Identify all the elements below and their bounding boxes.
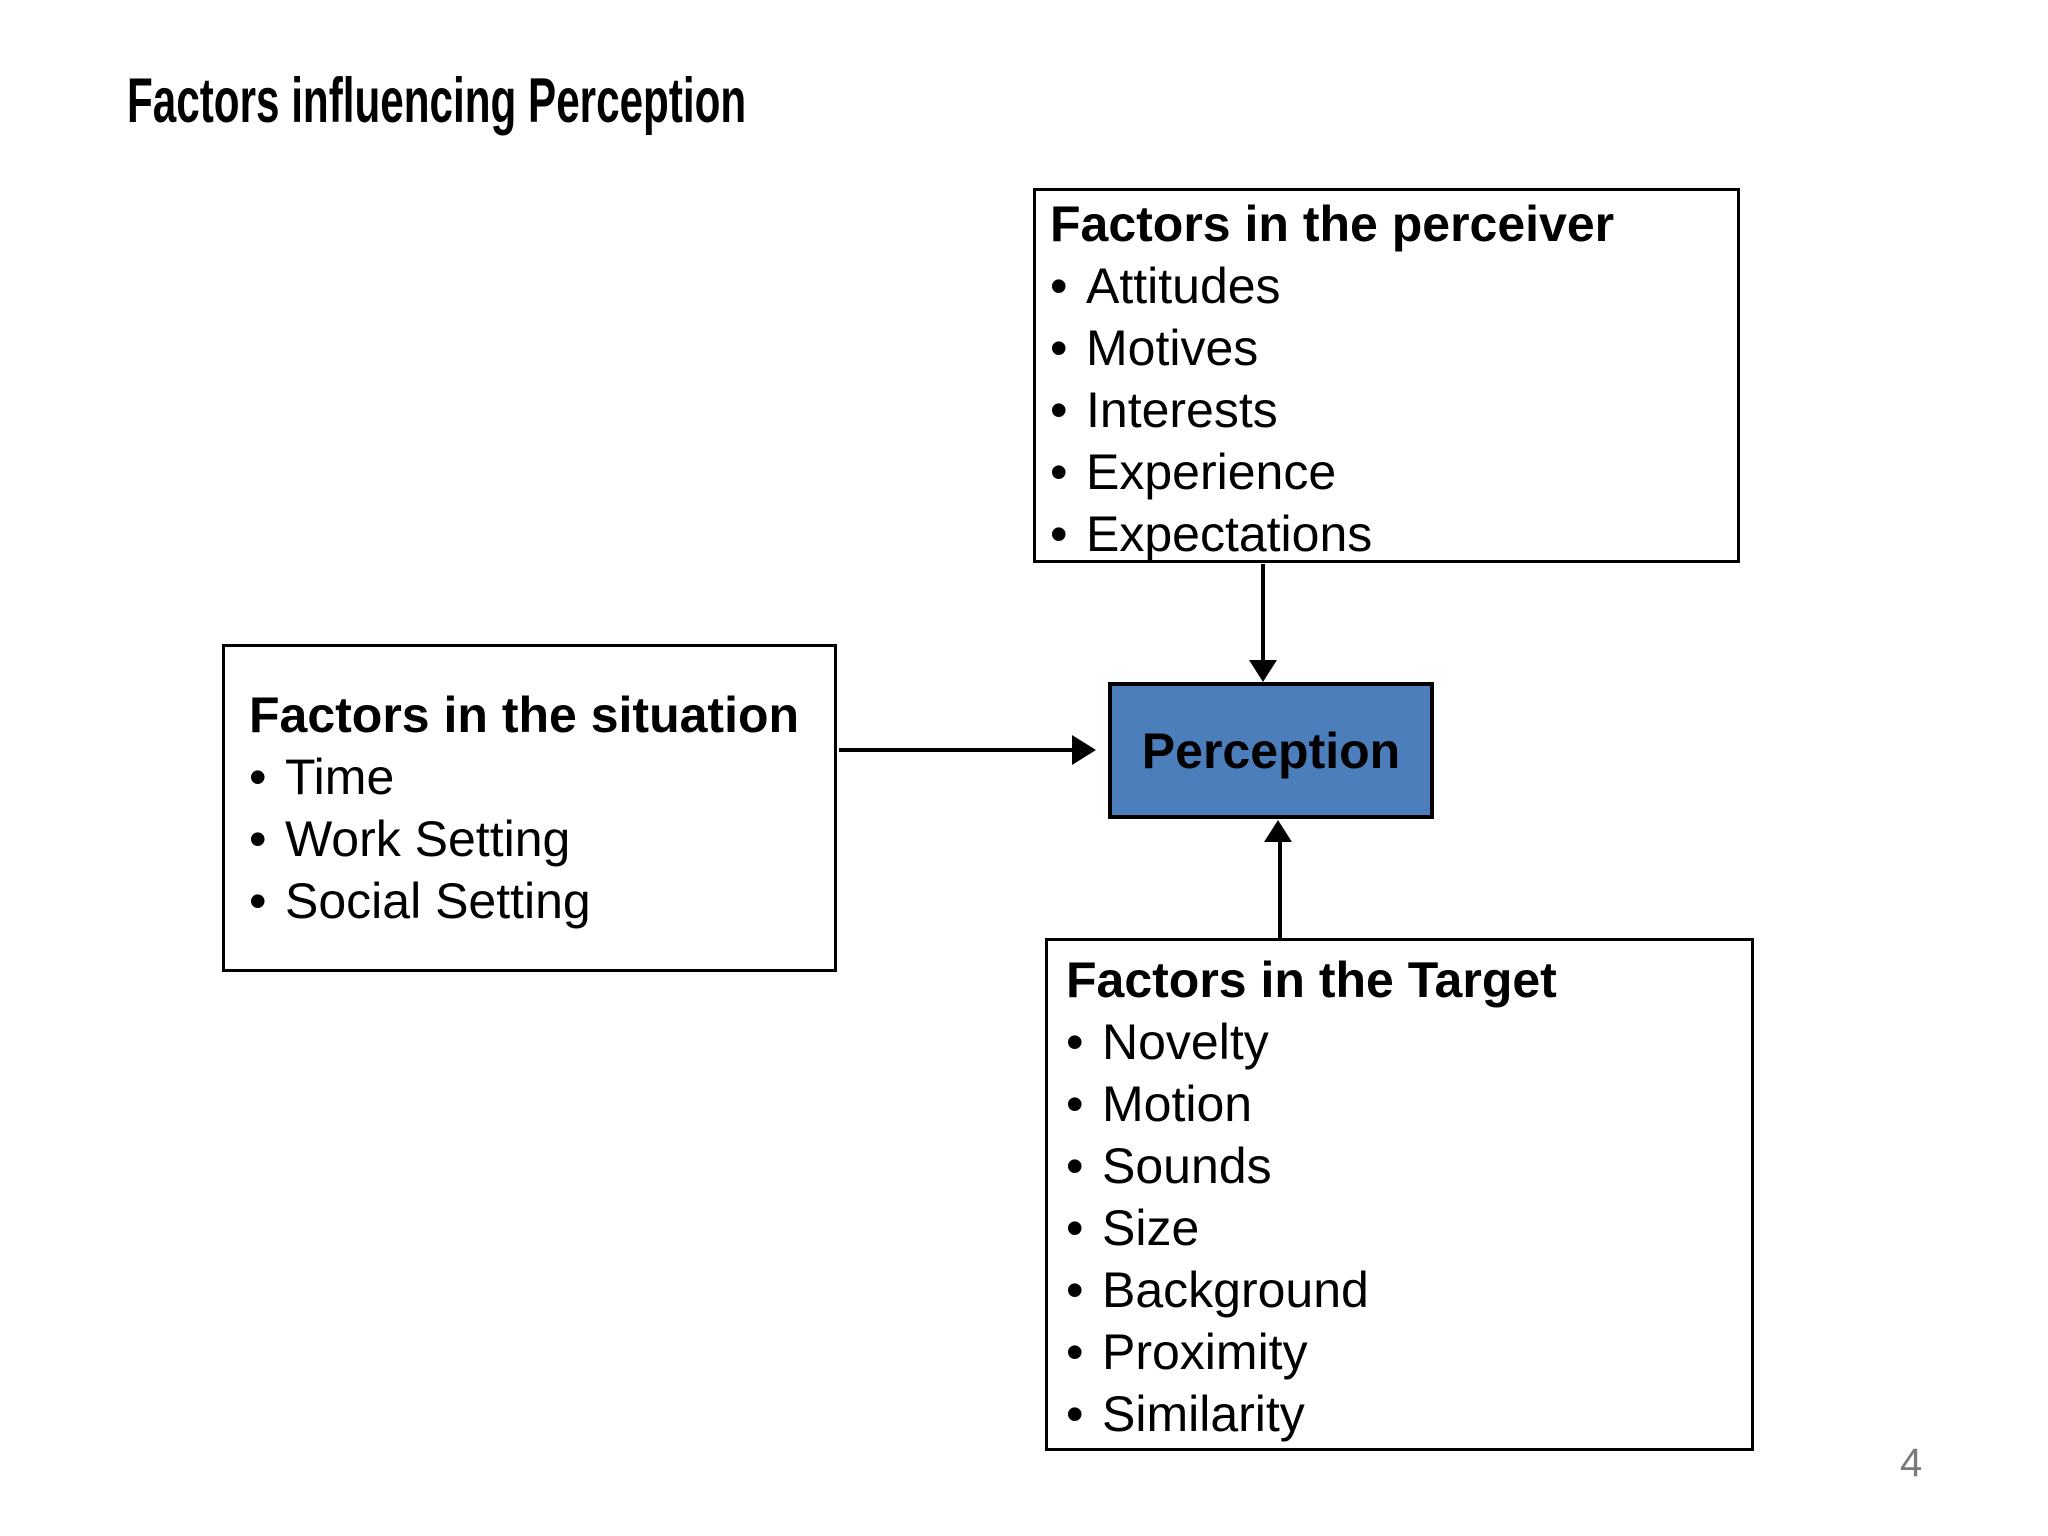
list-item: • Expectations <box>1050 503 1729 565</box>
target-box-title: Factors in the Target <box>1066 952 1557 1008</box>
list-item: • Social Setting <box>249 870 826 932</box>
list-item: • Sounds <box>1066 1135 1743 1197</box>
bullet-icon: • <box>249 749 267 805</box>
bullet-icon: • <box>1050 382 1068 438</box>
list-item: • Motives <box>1050 317 1729 379</box>
situation-box-title: Factors in the situation <box>249 687 800 743</box>
perceiver-box-title: Factors in the perceiver <box>1050 196 1615 252</box>
bullet-icon: • <box>249 811 267 867</box>
bullet-icon: • <box>1066 1386 1084 1442</box>
list-item: • Experience <box>1050 441 1729 503</box>
bullet-icon: • <box>1066 1014 1084 1070</box>
perception-box: Perception <box>1108 682 1434 819</box>
bullet-icon: • <box>1050 320 1068 376</box>
situation-factors-box: Factors in the situation • Time • Work Set… <box>222 644 837 972</box>
list-item-label: Background <box>1102 1262 1369 1318</box>
list-item-label: Social Setting <box>285 873 591 929</box>
list-item: • Similarity <box>1066 1383 1743 1445</box>
arrow-perceiver-to-perception-line <box>1261 564 1265 662</box>
list-item: • Motion <box>1066 1073 1743 1135</box>
bullet-icon: • <box>1066 1076 1084 1132</box>
list-item-label: Proximity <box>1102 1324 1308 1380</box>
list-item: • Size <box>1066 1197 1743 1259</box>
bullet-icon: • <box>1066 1262 1084 1318</box>
arrow-right-icon <box>1072 735 1096 765</box>
list-item-label: Work Setting <box>285 811 571 867</box>
bullet-icon: • <box>1066 1200 1084 1256</box>
list-item-label: Motives <box>1086 320 1259 376</box>
target-factors-box: Factors in the Target • Novelty • Motion •… <box>1045 938 1754 1451</box>
arrow-situation-to-perception-line <box>839 748 1073 752</box>
list-item: • Attitudes <box>1050 255 1729 317</box>
list-item: • Time <box>249 746 826 808</box>
page-number: 4 <box>1900 1441 1923 1485</box>
bullet-icon: • <box>1050 258 1068 314</box>
bullet-icon: • <box>1066 1138 1084 1194</box>
list-item: • Background <box>1066 1259 1743 1321</box>
list-item-label: Expectations <box>1086 506 1373 562</box>
perceiver-factors-box: Factors in the perceiver • Attitudes • Mot… <box>1033 188 1740 563</box>
list-item-label: Novelty <box>1102 1014 1269 1070</box>
list-item: • Work Setting <box>249 808 826 870</box>
arrow-target-to-perception-line <box>1278 842 1282 938</box>
list-item-label: Interests <box>1086 382 1278 438</box>
bullet-icon: • <box>1050 506 1068 562</box>
slide-title: Factors influencing Perception <box>127 66 747 136</box>
list-item: • Novelty <box>1066 1011 1743 1073</box>
list-item-label: Similarity <box>1102 1386 1305 1442</box>
bullet-icon: • <box>1066 1324 1084 1380</box>
list-item-label: Time <box>285 749 395 805</box>
arrow-down-icon <box>1249 660 1277 682</box>
bullet-icon: • <box>1050 444 1068 500</box>
bullet-icon: • <box>249 873 267 929</box>
list-item-label: Experience <box>1086 444 1337 500</box>
list-item-label: Motion <box>1102 1076 1253 1132</box>
list-item-label: Sounds <box>1102 1138 1272 1194</box>
list-item-label: Size <box>1102 1200 1200 1256</box>
list-item-label: Attitudes <box>1086 258 1281 314</box>
arrow-up-icon <box>1264 820 1292 842</box>
list-item: • Interests <box>1050 379 1729 441</box>
list-item: • Proximity <box>1066 1321 1743 1383</box>
